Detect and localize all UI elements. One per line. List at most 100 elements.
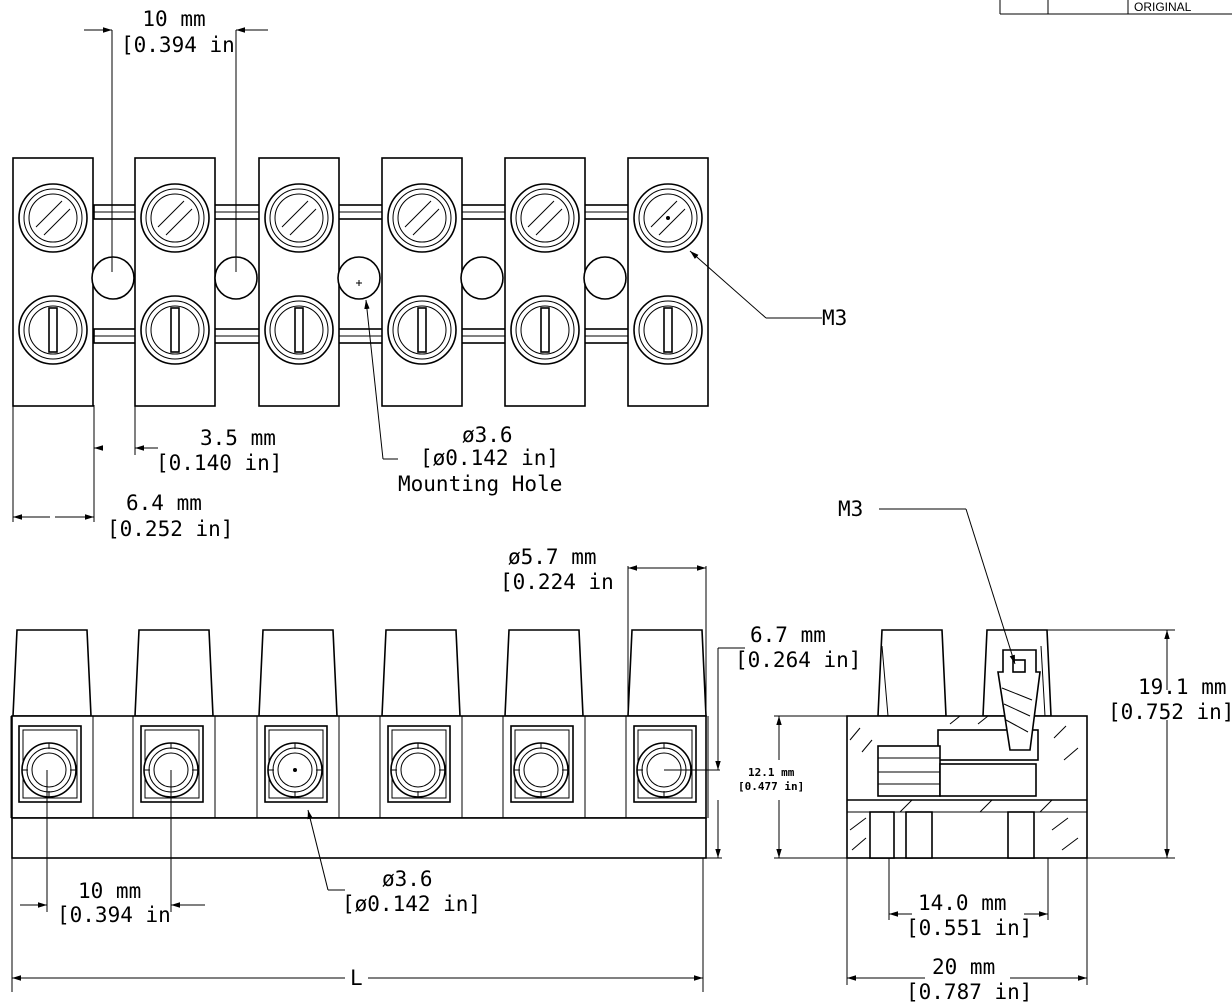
screw-head-ring xyxy=(23,300,83,360)
front-height-mm: 6.7 mm xyxy=(750,623,826,647)
screw-head-inner xyxy=(397,305,447,355)
screw-head-inner xyxy=(643,193,693,243)
top-pitch-in: [0.394 in xyxy=(121,33,235,57)
screw-head-inner xyxy=(28,193,78,243)
top-screw-label: M3 xyxy=(822,306,847,330)
mounting-hole xyxy=(337,256,381,300)
screw-head-inner xyxy=(274,305,324,355)
screw-head-ring xyxy=(392,300,452,360)
screw-head-ring xyxy=(638,188,698,248)
top-view-screws-row2 xyxy=(18,295,703,365)
top-view-mounting-holes xyxy=(91,256,627,300)
wire-collar xyxy=(627,629,707,717)
screw-slot-edge xyxy=(650,200,678,228)
title-block: ORIGINAL xyxy=(999,0,1232,15)
wire-collar xyxy=(12,629,92,717)
screw-head-ring xyxy=(269,300,329,360)
side-inner-mm: 14.0 mm xyxy=(918,891,1007,915)
wire-collar xyxy=(134,629,214,717)
screw-slot xyxy=(663,307,673,353)
screw-slot-edge xyxy=(35,200,63,228)
top-hole-in: [ø0.142 in] xyxy=(420,446,559,470)
top-width-mm: 6.4 mm xyxy=(126,491,202,515)
wire-entry-hole xyxy=(277,752,313,788)
screw-head-ring xyxy=(269,188,329,248)
wire-collar xyxy=(504,629,584,717)
front-view: ø5.7 mm [0.224 in 6.7 mm [0.264 in] 10 m… xyxy=(10,545,861,992)
screw-head-inner xyxy=(28,305,78,355)
screw-head-ring xyxy=(515,300,575,360)
screw-center-mark xyxy=(666,216,670,220)
screw-slot-edge xyxy=(404,200,432,228)
screw-head-ring xyxy=(392,188,452,248)
screw-head-inner xyxy=(274,193,324,243)
top-gap-mm: 3.5 mm xyxy=(200,426,276,450)
screw-slot-edge xyxy=(535,208,563,236)
wire-entry-hole xyxy=(400,752,436,788)
screw-slot-edge xyxy=(289,208,317,236)
mounting-hole xyxy=(583,256,627,300)
mounting-hole xyxy=(91,256,135,300)
front-view-collars xyxy=(12,629,707,717)
side-view: M3 12.1 mm [0.477 in] 19.1 mm [0.752 in]… xyxy=(738,497,1232,1004)
screw-head-ring xyxy=(145,300,205,360)
top-view-screws-row1 xyxy=(18,183,703,253)
screw-head-inner xyxy=(520,305,570,355)
screw-head-ring xyxy=(515,188,575,248)
terminal-clamp-ring xyxy=(21,742,77,798)
front-length-label: L xyxy=(350,966,363,990)
title-block-cell: ORIGINAL xyxy=(1134,0,1192,14)
top-pitch-mm: 10 mm xyxy=(142,7,205,31)
front-hole-in: [ø0.142 in] xyxy=(342,892,481,916)
side-height-in: [0.477 in] xyxy=(738,780,804,793)
front-collar-in: [0.224 in xyxy=(500,570,614,594)
screw-head-inner xyxy=(150,305,200,355)
screw-slot-edge xyxy=(281,200,309,228)
front-collar-mm: ø5.7 mm xyxy=(508,545,597,569)
front-view-terminal-faces xyxy=(10,716,709,818)
screw-slot-edge xyxy=(43,208,71,236)
side-total-in: [0.752 in] xyxy=(1108,700,1232,724)
front-pitch-in: [0.394 in xyxy=(57,903,171,927)
wire-collar xyxy=(381,629,461,717)
side-inner-in: [0.551 in] xyxy=(906,916,1032,940)
top-hole-dia: ø3.6 xyxy=(462,423,513,447)
screw-slot xyxy=(294,307,304,353)
screw-slot-edge xyxy=(157,200,185,228)
screw-head-inner xyxy=(643,305,693,355)
wire-entry-hole xyxy=(31,752,67,788)
screw-slot xyxy=(48,307,58,353)
side-screw-label: M3 xyxy=(838,497,863,521)
front-height-in: [0.264 in] xyxy=(735,648,861,672)
screw-slot xyxy=(417,307,427,353)
top-view: 10 mm [0.394 in 3.5 mm [0.140 in] 6.4 mm… xyxy=(12,7,847,541)
top-width-in: [0.252 in] xyxy=(107,517,233,541)
hole-center-mark xyxy=(293,768,297,772)
side-height-mm: 12.1 mm xyxy=(748,766,795,779)
top-gap-in: [0.140 in] xyxy=(156,451,282,475)
screw-slot xyxy=(540,307,550,353)
side-total-mm: 19.1 mm xyxy=(1138,675,1227,699)
screw-head-inner xyxy=(397,193,447,243)
screw-head-ring xyxy=(23,188,83,248)
front-pitch-mm: 10 mm xyxy=(78,879,141,903)
screw-slot-edge xyxy=(165,208,193,236)
side-depth-mm: 20 mm xyxy=(932,955,995,979)
screw-head-ring xyxy=(145,188,205,248)
terminal-clamp-ring xyxy=(513,742,569,798)
terminal-clamp-ring xyxy=(390,742,446,798)
side-depth-in: [0.787 in] xyxy=(906,980,1032,1004)
screw-slot-edge xyxy=(412,208,440,236)
mounting-hole xyxy=(460,256,504,300)
screw-head-ring xyxy=(638,300,698,360)
top-hole-label: Mounting Hole xyxy=(398,472,562,496)
screw-slot-edge xyxy=(527,200,555,228)
screw-head-inner xyxy=(520,193,570,243)
screw-slot xyxy=(170,307,180,353)
front-hole-dia: ø3.6 xyxy=(382,867,433,891)
wire-entry-hole xyxy=(523,752,559,788)
screw-slot-edge xyxy=(658,208,686,236)
wire-collar xyxy=(258,629,338,717)
screw-head-inner xyxy=(150,193,200,243)
